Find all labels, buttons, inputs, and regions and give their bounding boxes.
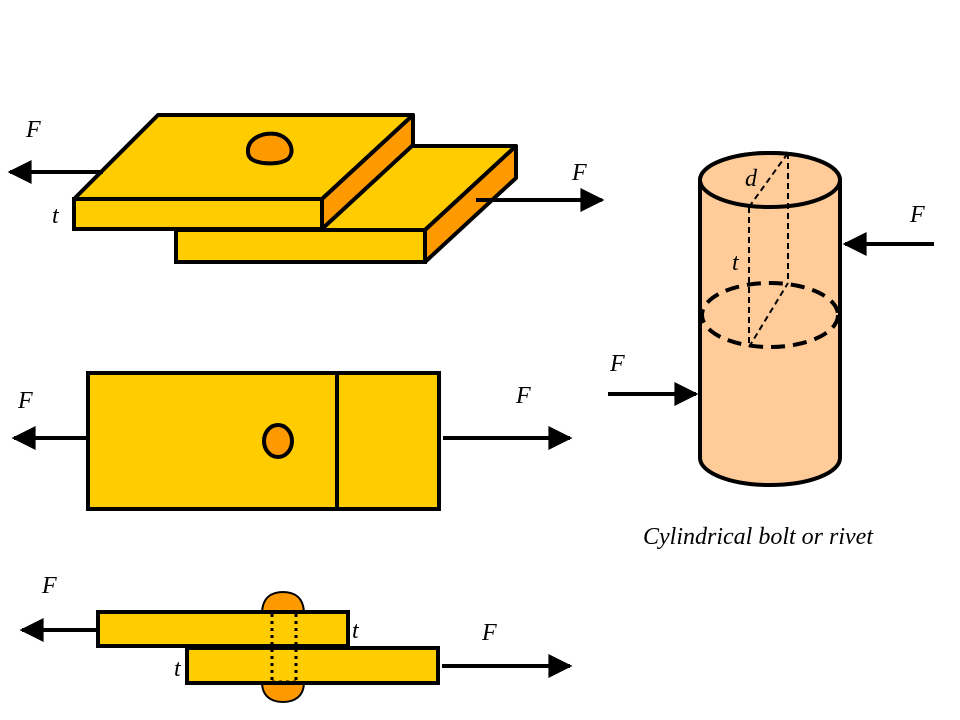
isometric-lap-joint: F F t xyxy=(7,113,605,264)
force-label-bottom-left: F xyxy=(41,573,57,599)
bolt-top-face xyxy=(698,151,842,209)
plan-view-joint: F F xyxy=(11,371,573,511)
rivet-plan-view xyxy=(262,423,294,459)
force-label-bolt-right: F xyxy=(909,202,925,228)
cylindrical-bolt: d t F F Cylindrical bolt or rivet xyxy=(608,151,934,550)
force-label-bottom-right: F xyxy=(481,620,497,646)
side-section-joint: F F t t xyxy=(19,573,573,704)
shear-area-construction-lines xyxy=(748,152,789,348)
force-label-mid-right: F xyxy=(515,383,531,409)
upper-plate-front-face xyxy=(72,197,324,231)
thickness-label-top: t xyxy=(52,203,60,229)
diameter-label: d xyxy=(745,166,758,192)
force-label-top-right: F xyxy=(571,160,587,186)
shear-plane xyxy=(700,281,840,349)
force-label-top-left: F xyxy=(25,117,41,143)
upper-plate-3d xyxy=(72,113,415,231)
rivet-head-top xyxy=(260,590,306,615)
bolt-caption: Cylindrical bolt or rivet xyxy=(643,524,874,550)
thickness-label-upper-plate: t xyxy=(352,618,360,644)
lower-plate-front-face xyxy=(174,228,427,264)
rivet-shank-hidden xyxy=(270,614,298,684)
force-label-bolt-left: F xyxy=(609,351,625,377)
thickness-label-lower-plate: t xyxy=(174,656,182,682)
side-upper-plate xyxy=(96,610,350,648)
rivet-head-bottom xyxy=(260,681,306,704)
rivet-head-3d xyxy=(246,131,294,166)
side-lower-plate xyxy=(185,646,440,685)
thickness-label-bolt: t xyxy=(732,250,740,276)
force-label-mid-left: F xyxy=(17,388,33,414)
